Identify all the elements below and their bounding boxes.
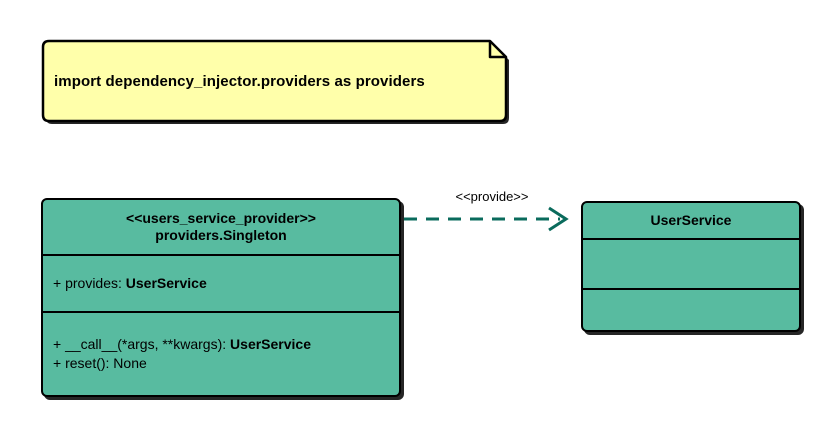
note-shape <box>41 39 509 124</box>
attribute-visibility: + <box>53 275 62 291</box>
class-name: providers.Singleton <box>155 227 287 243</box>
attribute-text: provides: <box>65 275 126 291</box>
relationship-label-provide: <<provide>> <box>455 189 529 204</box>
method-return-type: UserService <box>230 336 311 352</box>
note-text: import dependency_injector.providers as … <box>54 72 425 90</box>
provide-open-arrowhead-icon <box>548 206 569 232</box>
class-box-user-service[interactable]: UserService <box>581 201 801 332</box>
attribute-row: + provides: UserService <box>53 274 207 293</box>
note-fold-corner-icon <box>488 41 506 59</box>
note-import-statement[interactable]: import dependency_injector.providers as … <box>40 38 509 124</box>
method-text: __call__(*args, **kwargs): <box>65 336 231 352</box>
note-body <box>41 39 508 123</box>
class-title-compartment: <<users_service_provider>> providers.Sin… <box>43 200 399 254</box>
method-row: + reset(): None <box>53 354 147 373</box>
class-attributes-compartment <box>583 238 799 288</box>
method-visibility: + <box>53 336 62 352</box>
class-attributes-compartment: + provides: UserService <box>43 254 399 311</box>
attribute-type: UserService <box>125 275 207 291</box>
class-methods-compartment: + __call__(*args, **kwargs): UserService… <box>43 311 399 395</box>
method-text: reset(): None <box>65 355 147 371</box>
method-visibility: + <box>53 355 62 371</box>
class-title-compartment: UserService <box>583 203 799 238</box>
method-row: + __call__(*args, **kwargs): UserService <box>53 335 311 354</box>
class-box-users-service-provider[interactable]: <<users_service_provider>> providers.Sin… <box>41 198 401 397</box>
class-name: UserService <box>650 212 732 228</box>
class-stereotype: <<users_service_provider>> <box>126 210 316 226</box>
class-methods-compartment <box>583 288 799 330</box>
